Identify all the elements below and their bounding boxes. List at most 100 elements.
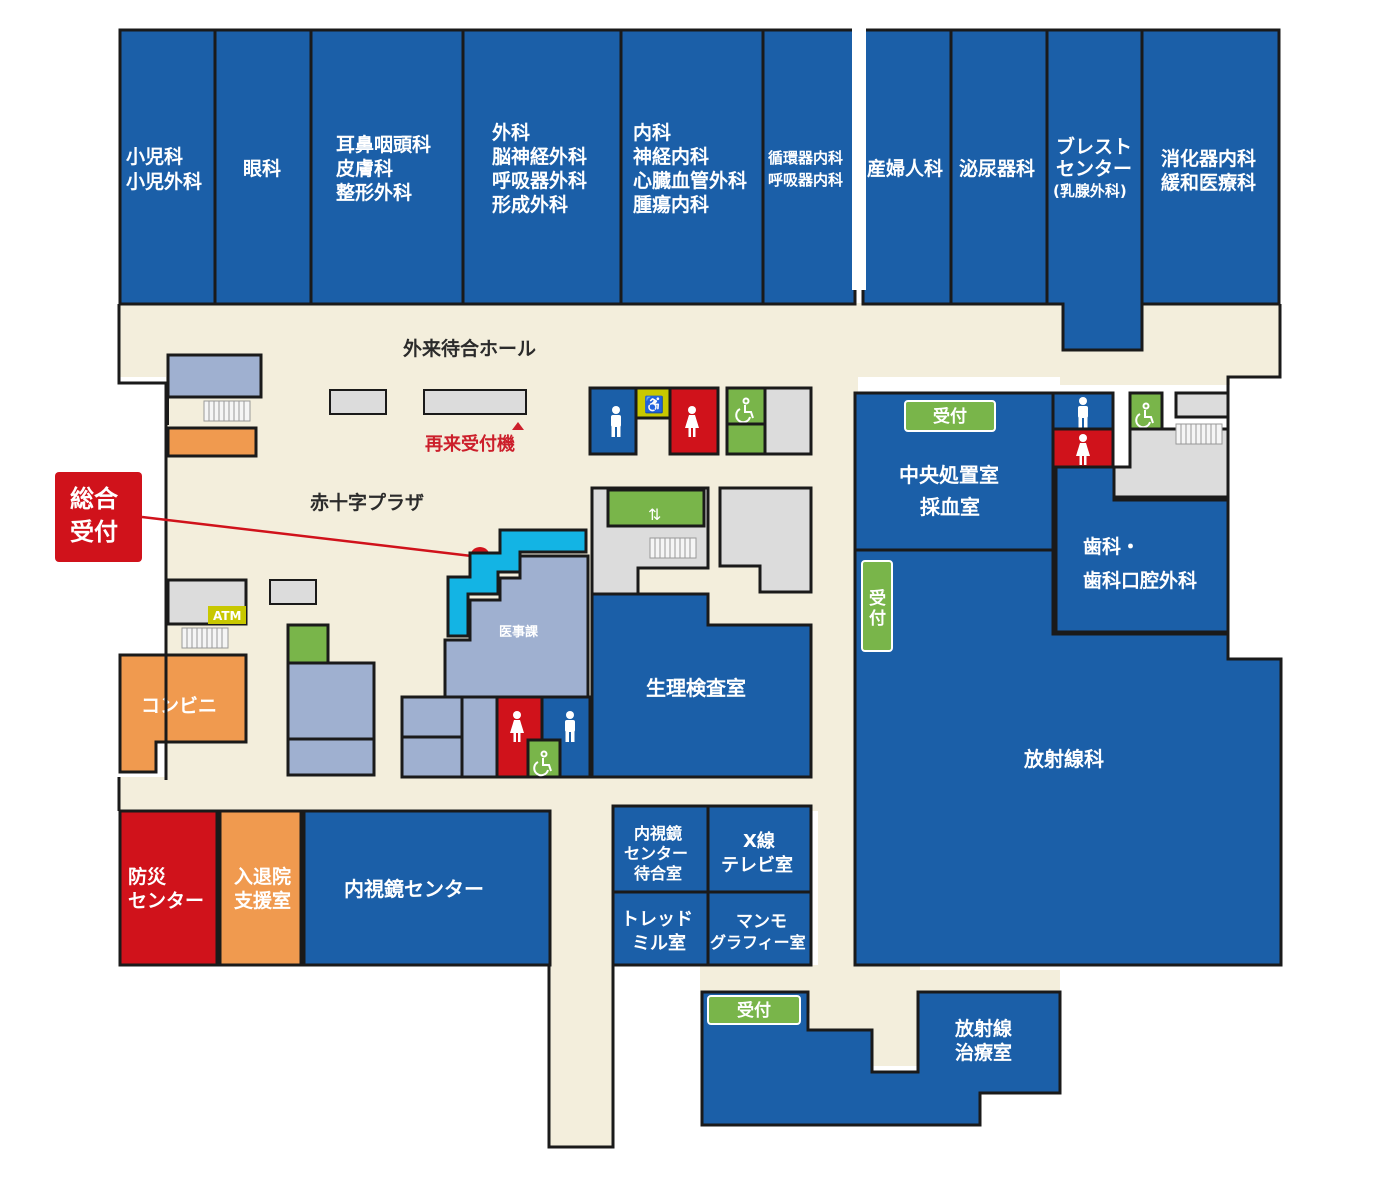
admission-label-1: 入退院 (234, 865, 291, 888)
stairs-icon (181, 627, 229, 649)
atm-area: ATM (166, 578, 317, 649)
breast-label-3: (乳腺外科) (1053, 182, 1127, 200)
radiology-reception[interactable] (861, 560, 893, 652)
breast-label-2: センター (1056, 158, 1132, 180)
stairs-icon (1175, 423, 1223, 445)
surgery-label-2: 脳神経外科 (491, 145, 587, 168)
internal-label-1: 内科 (633, 121, 671, 144)
dental-label-2: 歯科口腔外科 (1083, 569, 1197, 592)
stairs-icon (649, 537, 697, 559)
gastro-label-2: 緩和医療科 (1161, 171, 1256, 194)
mammo-label-1: マンモ (736, 912, 787, 932)
revisit-machine-label: 再来受付機 (425, 433, 515, 455)
disaster-label-1: 防災 (128, 865, 167, 888)
atm-label: ATM (213, 609, 241, 623)
dental-room[interactable] (1054, 465, 1230, 634)
plaza-toilets (495, 695, 592, 779)
revisit-machine[interactable] (423, 389, 527, 415)
ophthalmology-label: 眼科 (243, 157, 281, 180)
physiology-room[interactable] (590, 592, 813, 779)
central-reception-label: 受付 (933, 406, 967, 427)
ent-room[interactable] (309, 28, 465, 306)
main-reception-label-1: 総合 (70, 485, 119, 513)
surgery-label-4: 形成外科 (492, 193, 568, 216)
ent-label-1: 耳鼻咽頭科 (336, 133, 431, 156)
ent-label-3: 整形外科 (336, 181, 412, 204)
top-department-labels: 小児科 小児外科 眼科 耳鼻咽頭科 皮膚科 整形外科 外科 脳神経外科 呼吸器外… (126, 121, 1256, 216)
service-rooms (286, 623, 499, 779)
elevator-area: ⇅ (590, 486, 813, 596)
kiosk-a[interactable] (329, 389, 387, 415)
baby-care-icon: ♿ (644, 395, 664, 414)
treadmill-label-2: ミル室 (632, 932, 686, 954)
endoscopy-center[interactable] (302, 809, 552, 967)
plaza-label: 赤十字プラザ (310, 491, 424, 514)
right-toilets (1051, 391, 1230, 499)
radiotherapy-label-1: 放射線 (954, 1017, 1012, 1040)
pediatrics-label-2: 小児外科 (126, 170, 202, 193)
radiology-label: 放射線科 (1023, 747, 1104, 771)
radiotherapy-reception[interactable] (707, 995, 801, 1025)
admission-support-room[interactable] (218, 809, 303, 967)
breast-label-1: ブレスト (1056, 135, 1132, 158)
cardio-label-1: 循環器内科 (768, 149, 843, 167)
urology-label: 泌尿器科 (959, 157, 1035, 180)
radiotherapy-label-2: 治療室 (955, 1041, 1012, 1064)
stairs-icon (203, 400, 251, 422)
pediatrics-label-1: 小児科 (126, 145, 183, 168)
internal-label-3: 心臓血管外科 (633, 169, 747, 192)
disaster-center[interactable] (118, 809, 219, 967)
convenience-store[interactable] (118, 653, 248, 774)
cardio-label-2: 呼吸器内科 (768, 171, 843, 189)
waiting-hall-label: 外来待合ホール (403, 337, 536, 360)
mammo-label-2: グラフィー室 (710, 933, 806, 952)
elevator-icon[interactable]: ⇅ (648, 507, 661, 524)
admission-label-2: 支援室 (233, 889, 291, 912)
obgyn-room[interactable] (861, 28, 953, 306)
atm[interactable] (208, 606, 246, 624)
radiology-reception-label-2: 付 (869, 608, 886, 629)
treadmill-label-1: トレッド (621, 909, 693, 930)
surgery-label-3: 呼吸器外科 (492, 169, 587, 192)
central-treatment-label-2: 採血室 (920, 495, 980, 519)
medical-affairs-label: 医事課 (499, 624, 539, 640)
endo-waiting-label-1: 内視鏡 (634, 824, 682, 843)
central-reception[interactable] (904, 400, 996, 432)
cardio-room[interactable] (761, 28, 857, 306)
surgery-room[interactable] (461, 28, 623, 306)
surgery-label-1: 外科 (492, 121, 530, 144)
mammography-room[interactable] (706, 890, 813, 967)
top-departments (118, 28, 1281, 352)
xray-label-2: テレビ室 (721, 854, 793, 876)
xray-label-1: X線 (743, 830, 775, 852)
main-reception[interactable]: 総合 受付 (55, 472, 490, 567)
radiology-room[interactable] (853, 548, 1283, 967)
physiology-label: 生理検査室 (646, 676, 746, 700)
pediatrics-room[interactable] (118, 28, 217, 306)
hall-toilets: ♿ (588, 386, 813, 456)
treadmill-room[interactable] (611, 890, 710, 967)
ophthalmology-room[interactable] (213, 28, 313, 306)
obgyn-label: 産婦人科 (867, 157, 943, 180)
disaster-label-2: センター (128, 890, 204, 912)
radiotherapy-room[interactable] (700, 990, 1062, 1127)
gastro-label-1: 消化器内科 (1161, 147, 1256, 170)
main-reception-label-2: 受付 (70, 518, 118, 546)
xray-tv-room[interactable] (706, 804, 813, 894)
gastro-room[interactable] (1140, 28, 1281, 306)
dental-label-1: 歯科・ (1083, 535, 1140, 558)
convenience-label: コンビニ (141, 695, 217, 717)
internal-label-4: 腫瘍内科 (633, 193, 709, 216)
central-treatment-label-1: 中央処置室 (899, 463, 999, 487)
endoscopy-label: 内視鏡センター (344, 877, 484, 901)
endo-waiting-label-3: 待合室 (634, 864, 682, 883)
exam-rooms: 内視鏡 センター 待合室 X線 テレビ室 トレッド ミル室 マンモ グラフィー室 (611, 804, 813, 967)
radiotherapy-reception-label: 受付 (737, 1000, 771, 1021)
internal-label-2: 神経内科 (633, 145, 709, 168)
left-utility (166, 353, 263, 458)
radiology-reception-label-1: 受 (869, 588, 886, 609)
urology-room[interactable] (949, 28, 1049, 306)
ent-label-2: 皮膚科 (336, 157, 393, 180)
endo-waiting-label-2: センター (624, 844, 688, 863)
